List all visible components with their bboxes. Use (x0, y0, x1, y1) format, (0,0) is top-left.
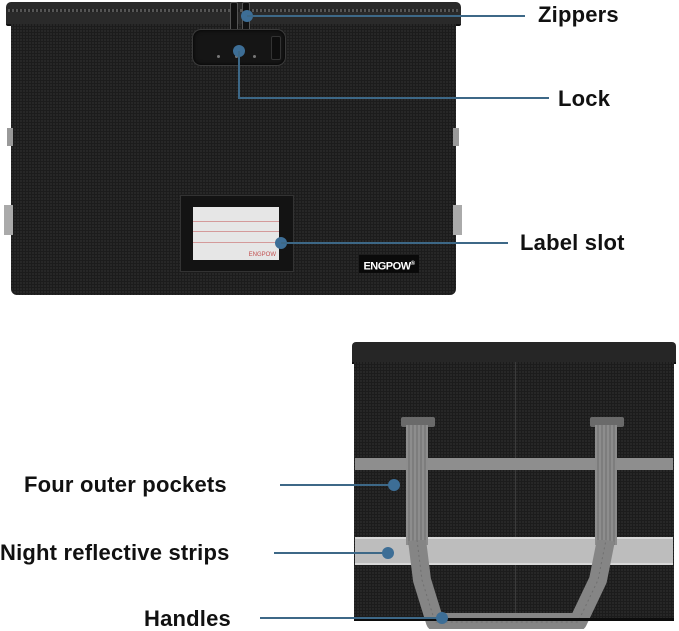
callout-label-zippers: Zippers (538, 2, 619, 27)
callout-line-lock (238, 97, 549, 99)
brand-badge: ENGPOW® (359, 255, 419, 273)
top-bag-image: ENGPOW ENGPOW® (0, 0, 470, 300)
callout-dot-night-reflective-strips (382, 547, 394, 559)
callout-label-handles: Handles (144, 606, 231, 631)
callout-line-lock-vertical (238, 51, 240, 98)
side-tab-left-upper (7, 128, 13, 146)
label-card-line (193, 231, 279, 232)
label-slot-frame: ENGPOW (180, 195, 294, 272)
callout-label-label-slot: Label slot (520, 230, 625, 255)
callout-line-zippers (247, 15, 525, 17)
handle-strap-right (595, 425, 617, 545)
callout-line-label-slot (281, 242, 508, 244)
side-tab-right-lower (453, 205, 462, 235)
side-tab-left-lower (4, 205, 13, 235)
side-tab-right-upper (453, 128, 459, 146)
lock-dial-3 (253, 55, 256, 58)
brand-badge-mark: ® (410, 261, 415, 267)
bottom-bag-image (350, 340, 679, 629)
strap-buckle-left (401, 417, 435, 427)
callout-label-lock: Lock (558, 86, 611, 111)
handle-loop (408, 540, 615, 629)
bag-lid (352, 342, 676, 364)
reflective-strip-lower (355, 537, 673, 565)
lock-dial-1 (217, 55, 220, 58)
label-card: ENGPOW (193, 207, 279, 260)
lock-button (271, 36, 281, 60)
strap-buckle-right (590, 417, 624, 427)
bag-bottom-edge (354, 618, 674, 621)
label-card-brand: ENGPOW (248, 252, 276, 258)
reflective-strip-upper (355, 458, 673, 470)
label-card-line (193, 242, 279, 243)
handle-strap-left (406, 425, 428, 545)
brand-badge-text: ENGPOW (363, 260, 411, 273)
label-card-line (193, 221, 279, 222)
callout-line-handles (260, 617, 442, 619)
center-seam (515, 362, 516, 620)
callout-dot-handles (436, 612, 448, 624)
callout-line-night-reflective-strips (274, 552, 388, 554)
callout-dot-four-outer-pockets (388, 479, 400, 491)
callout-line-four-outer-pockets (280, 484, 394, 486)
callout-label-night-reflective-strips: Night reflective strips (0, 540, 230, 565)
callout-label-four-outer-pockets: Four outer pockets (24, 472, 227, 497)
